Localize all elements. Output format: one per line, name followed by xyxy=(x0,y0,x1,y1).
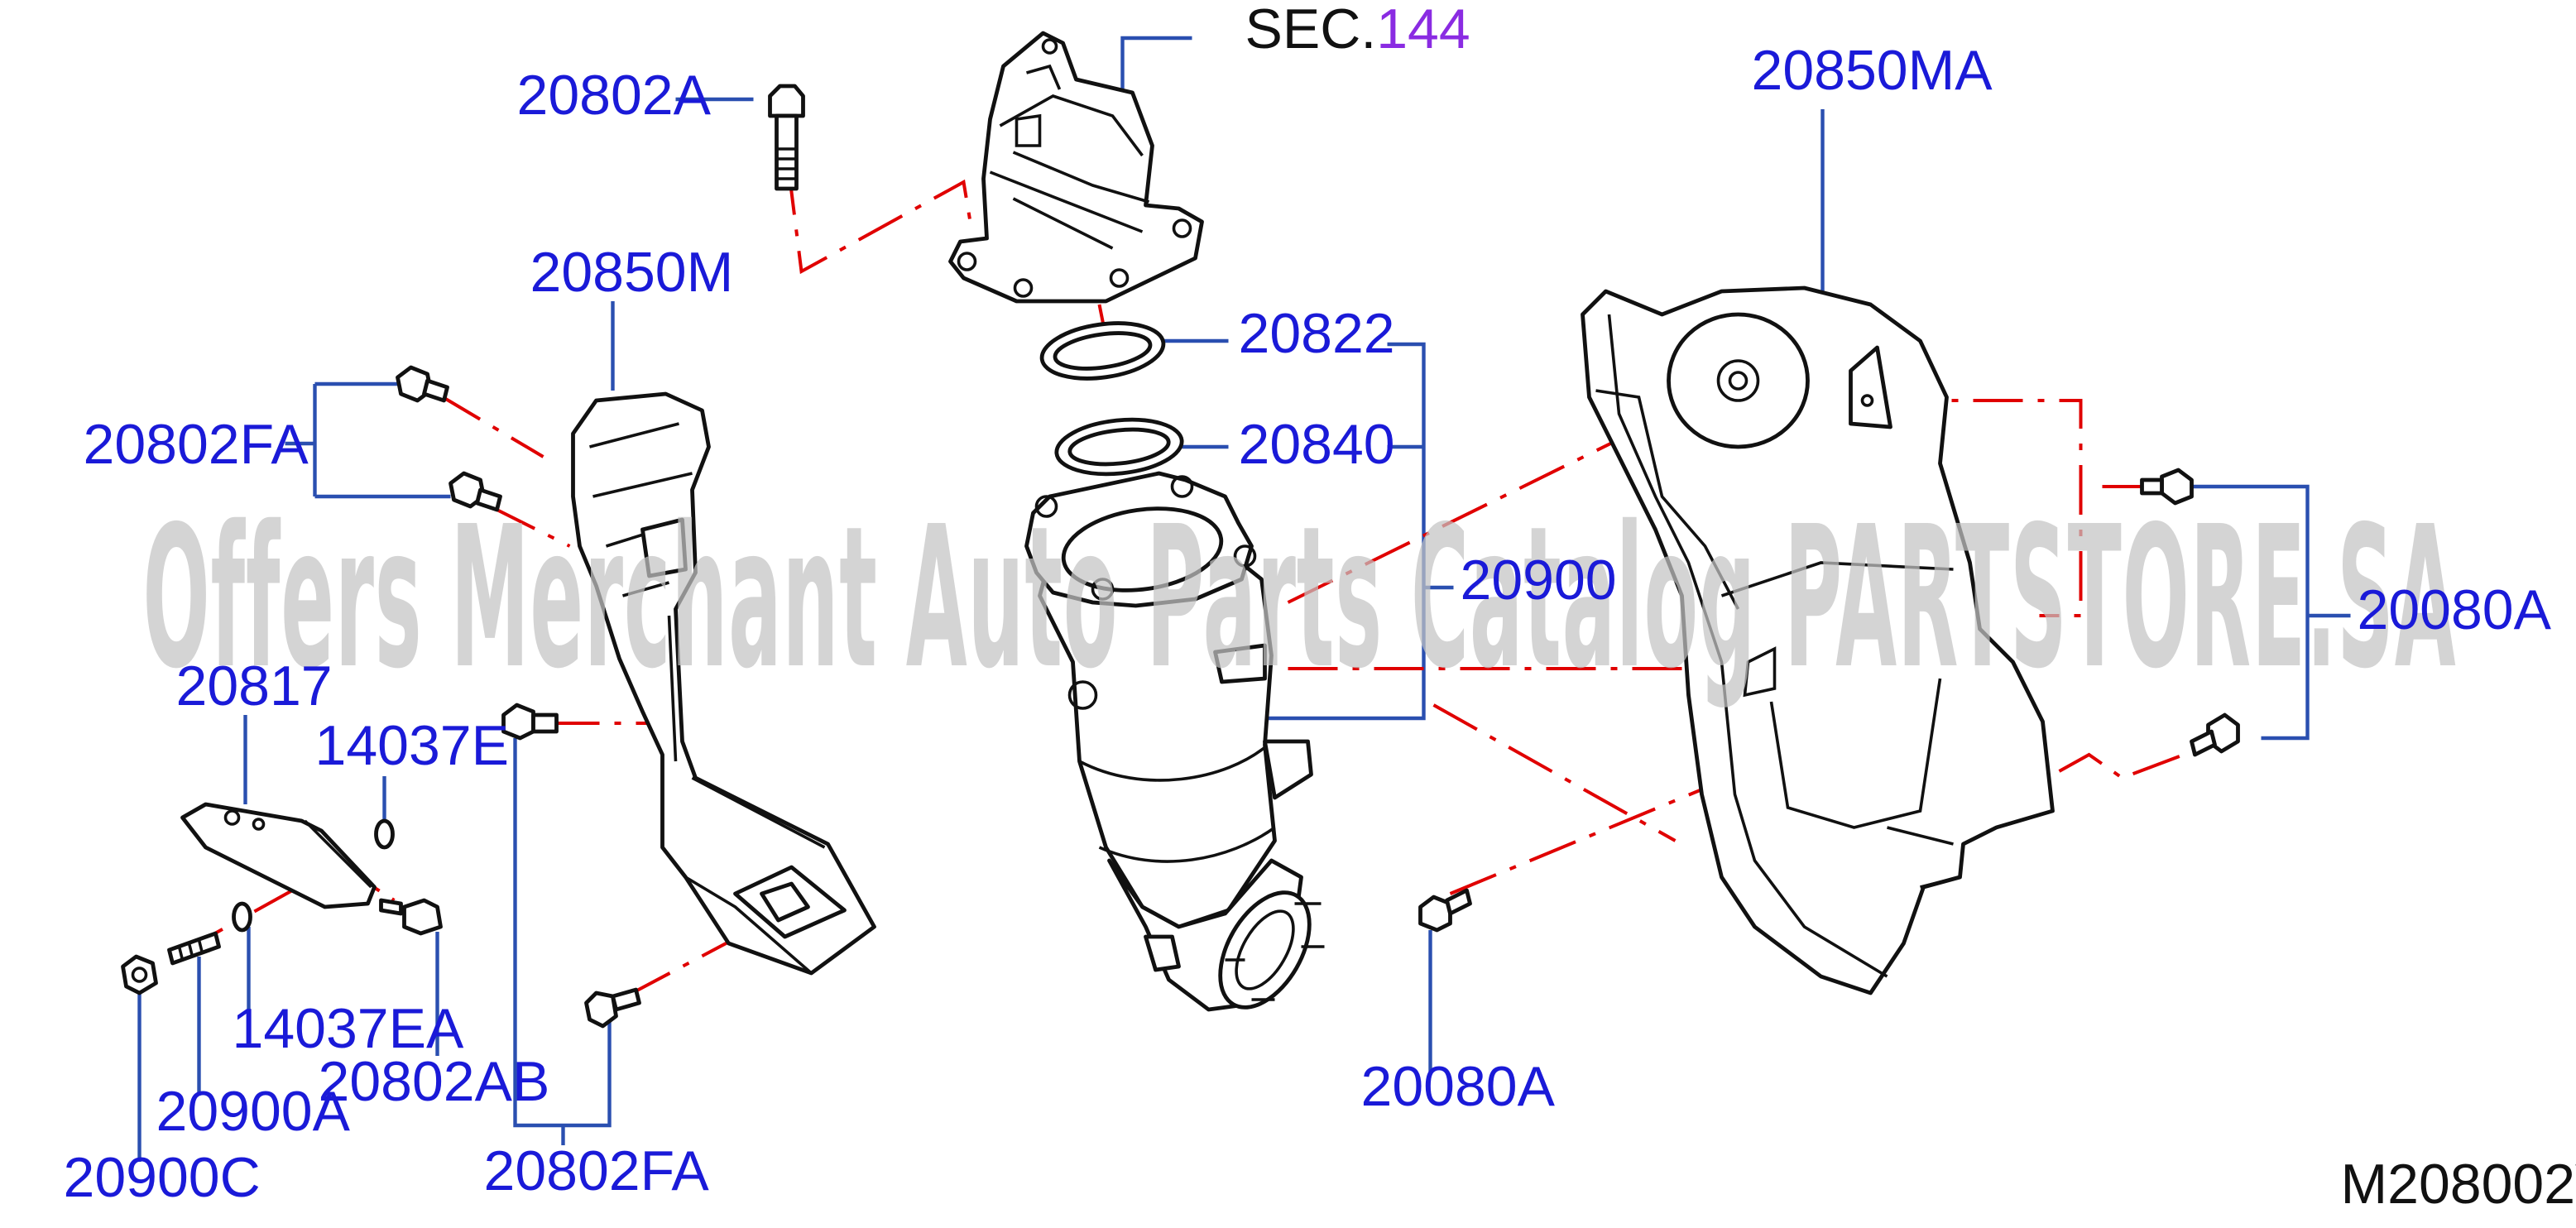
label-20822: 20822 xyxy=(1239,302,1395,365)
bolt-20802ab xyxy=(379,898,443,936)
label-20900: 20900 xyxy=(1461,549,1617,612)
bolt-20802fa-lower xyxy=(449,471,502,512)
heat-insulator-20850ma xyxy=(1581,285,2055,995)
bracket-20817 xyxy=(180,802,377,909)
label-20840: 20840 xyxy=(1239,413,1395,476)
watermark: Offers Merchant Auto Parts Catalog PARTS… xyxy=(143,484,2457,712)
gasket-20840 xyxy=(1054,417,1184,477)
label-20802ab: 20802AB xyxy=(319,1050,550,1113)
label-20080a-bottom: 20080A xyxy=(1361,1055,1556,1118)
label-20802fa-bottom: 20802FA xyxy=(484,1139,710,1202)
bolt-20080a-upper xyxy=(2140,468,2194,506)
turbo-mount-bracket xyxy=(948,31,1204,304)
label-20900a: 20900A xyxy=(156,1080,351,1143)
bolt-20802a xyxy=(768,84,805,191)
label-20850ma: 20850MA xyxy=(1752,39,1993,102)
sec-prefix: SEC. xyxy=(1245,0,1377,60)
bolt-20080a-bottom xyxy=(1418,888,1472,933)
label-20817: 20817 xyxy=(176,655,333,717)
label-20802a: 20802A xyxy=(517,64,712,127)
bolt-20080a-lower xyxy=(2190,712,2240,757)
bolt-20802fa-upper xyxy=(396,365,449,403)
catalytic-converter-20900 xyxy=(1024,471,1325,1012)
washer-14037e xyxy=(374,818,395,850)
label-20900c: 20900C xyxy=(64,1146,261,1209)
label-20850m: 20850M xyxy=(530,241,734,304)
sec-number: 144 xyxy=(1376,0,1470,60)
washer-14037ea xyxy=(232,901,252,933)
label-14037ea: 14037EA xyxy=(233,997,464,1060)
sec-label: SEC.144 xyxy=(1245,0,1470,60)
bolt-20802fa-bottom xyxy=(584,987,641,1029)
part-labels: SEC.144 20802A 20850M 20802FA 20817 1403… xyxy=(64,0,2576,1216)
label-20080a-right: 20080A xyxy=(2358,578,2552,641)
label-20802fa-left: 20802FA xyxy=(84,413,309,476)
heat-insulator-20850m xyxy=(571,391,876,976)
bolt-20802fa-mid xyxy=(501,703,559,741)
gasket-20822 xyxy=(1039,321,1166,381)
diagram-code: M208002V xyxy=(2341,1153,2576,1216)
stud-20900a xyxy=(167,931,221,966)
nut-20900c xyxy=(121,954,158,995)
label-14037e: 14037E xyxy=(315,714,509,777)
